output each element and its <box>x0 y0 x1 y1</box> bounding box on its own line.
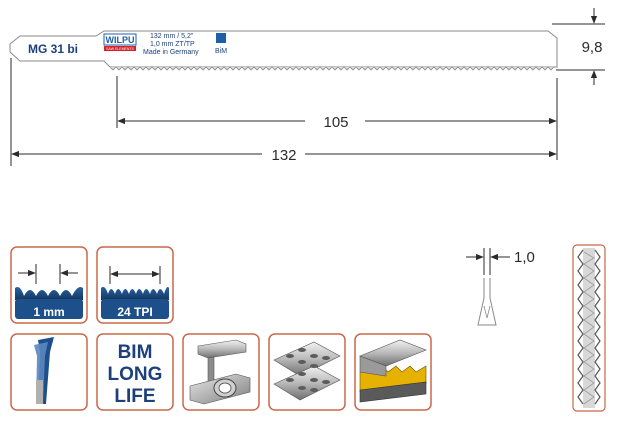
total-length-value: 132 <box>271 147 296 164</box>
thickness-detail <box>466 248 510 326</box>
bim-long-life-icon: BIM LONG LIFE <box>96 333 174 411</box>
saw-blade: MG 31 bi WILPU SAW ELEMENTS 132 mm / 5,2… <box>9 30 558 71</box>
bim-text-line-1: BIM <box>118 342 153 363</box>
tooth-pitch-label: 1 mm <box>33 305 64 319</box>
height-value: 9,8 <box>582 39 603 56</box>
blade-outline <box>9 30 558 68</box>
tooth-set-profile <box>572 244 606 412</box>
bim-badge-square <box>216 33 226 43</box>
tpi-label: 24 TPI <box>117 305 152 319</box>
tpi-icon: 24 TPI <box>96 246 174 324</box>
bim-text-line-2: LONG <box>108 364 163 385</box>
spec-line-2: 1,0 mm ZT/TP <box>150 41 195 48</box>
dimension-usable-length <box>116 76 558 160</box>
blade-model: MG 31 bi <box>28 42 78 56</box>
tooth-pitch-icon: 1 mm <box>10 246 88 324</box>
spec-line-3: Made in Germany <box>143 49 199 56</box>
logo-text: WILPU <box>106 35 135 45</box>
blade-profile-icon <box>10 333 88 411</box>
logo-subtext: SAW ELEMENTS <box>106 47 134 51</box>
usable-length-value: 105 <box>323 114 348 131</box>
metal-profiles-icon <box>182 333 260 411</box>
dimension-height <box>552 8 605 85</box>
thickness-value: 1,0 <box>514 249 535 266</box>
perforated-sheet-icon <box>268 333 346 411</box>
dimension-total-length <box>10 58 557 166</box>
blade-teeth <box>109 66 557 71</box>
sandwich-panel-icon <box>354 333 432 411</box>
wilpu-logo: WILPU SAW ELEMENTS <box>103 33 137 51</box>
bim-badge-text: BiM <box>215 48 227 55</box>
bim-text-line-3: LIFE <box>114 386 155 407</box>
spec-line-1: 132 mm / 5,2" <box>150 33 194 40</box>
